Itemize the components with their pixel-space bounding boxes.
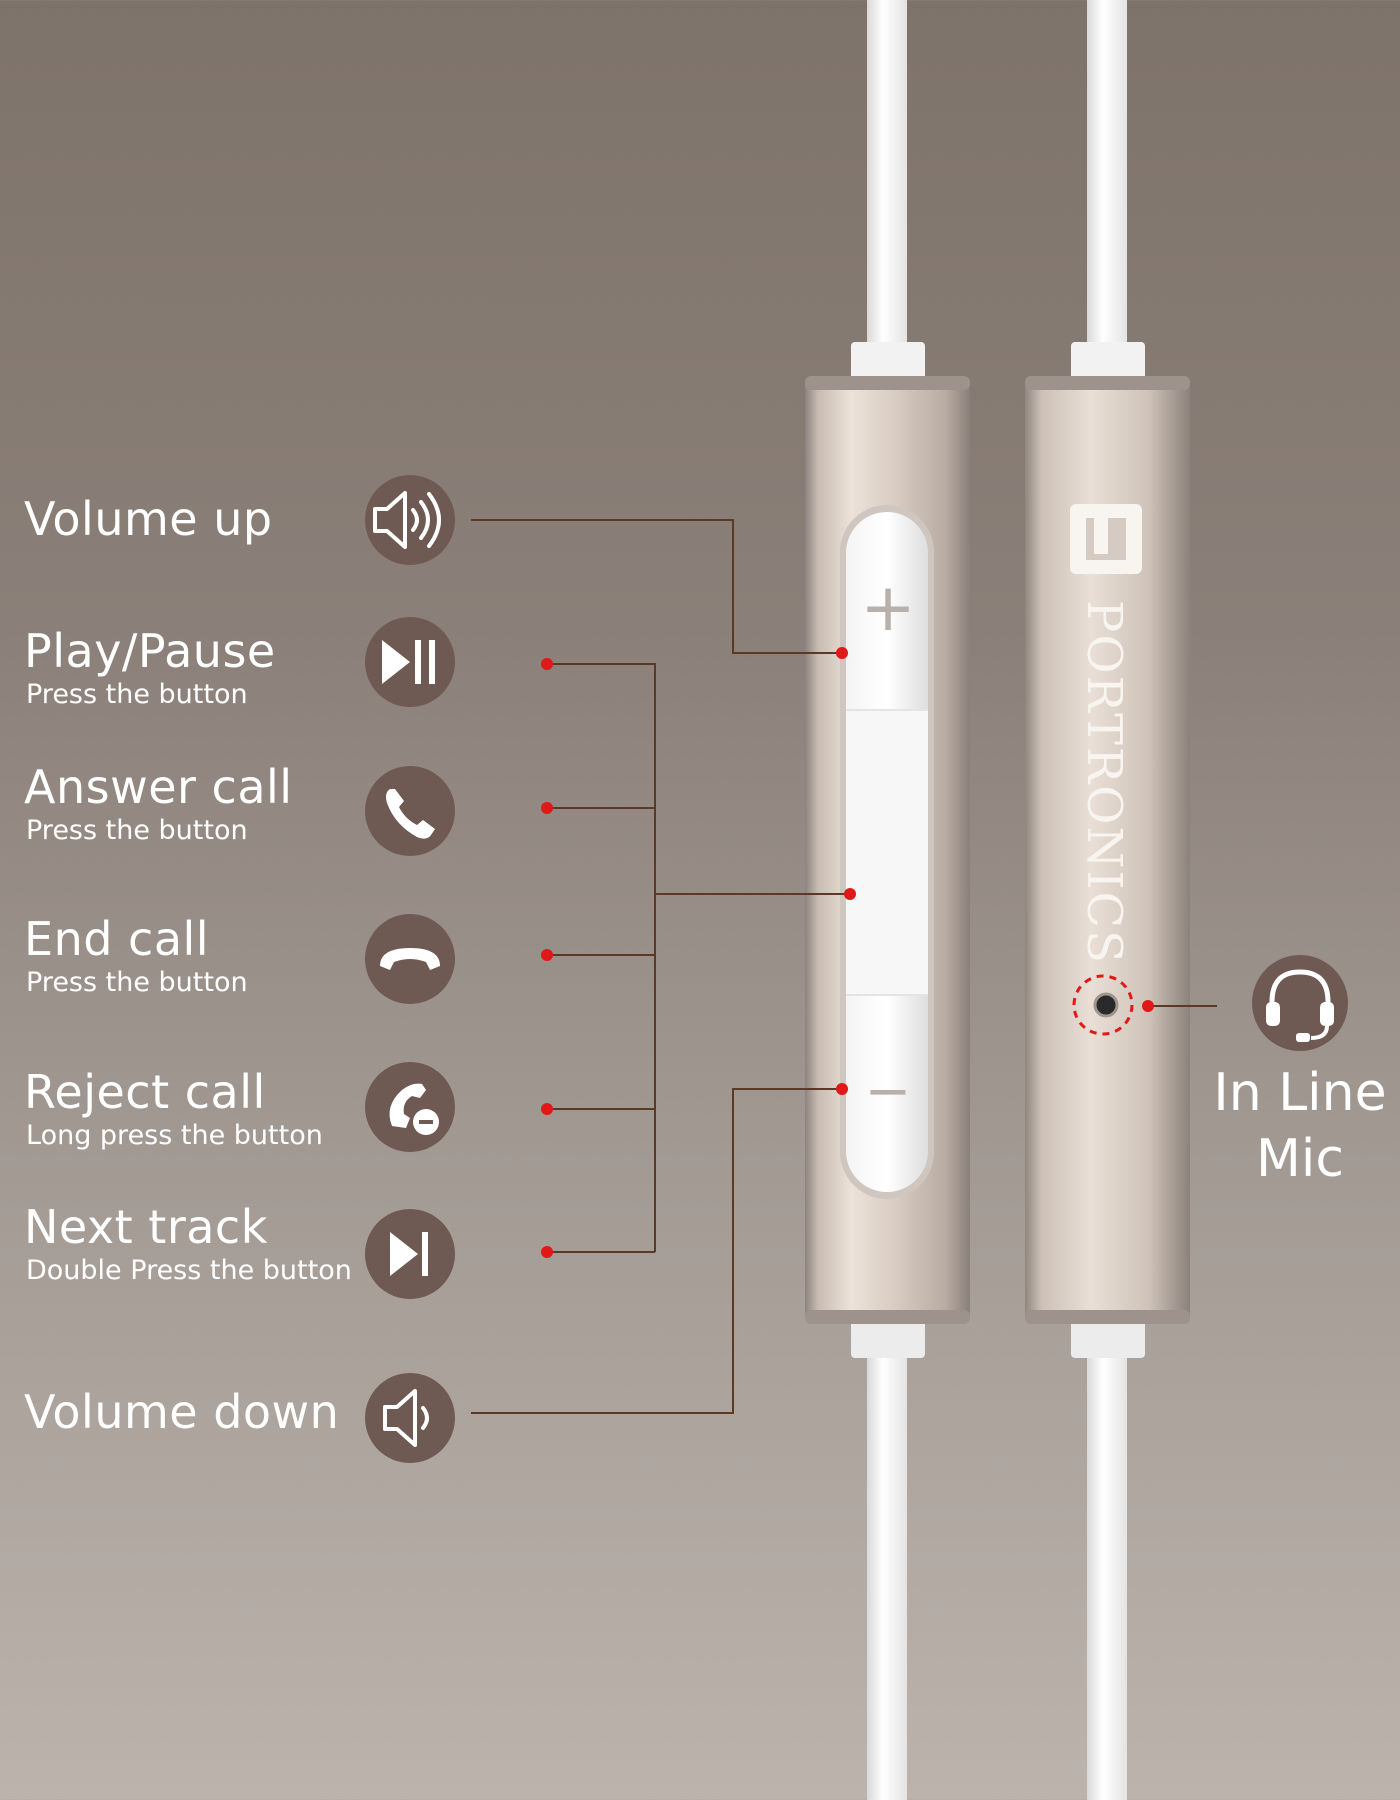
mic-label-line2: Mic: [1256, 1129, 1344, 1189]
end-call-subtitle: Press the button: [26, 967, 248, 998]
volume-up-label: Volume up: [24, 492, 273, 546]
play-pause-subtitle: Press the button: [26, 679, 248, 710]
reject-call-icon: [365, 1062, 455, 1152]
volume-up-title: Volume up: [24, 492, 273, 546]
collar-left-top: [851, 342, 925, 380]
collar-right-bottom: [1071, 1320, 1145, 1358]
next-track-icon: [365, 1209, 455, 1299]
collar-right-top: [1071, 342, 1145, 380]
next-track-subtitle: Double Press the button: [26, 1255, 352, 1286]
portronics-logo-icon: [1070, 504, 1142, 574]
minus-symbol: −: [865, 1059, 912, 1124]
play-pause-icon: [365, 617, 455, 707]
play-pause-title: Play/Pause: [24, 624, 276, 678]
headset-mic-icon: [1252, 955, 1348, 1051]
phone-icon: [365, 766, 455, 856]
next-track-label: Next track Double Press the button: [24, 1200, 352, 1288]
next-track-title: Next track: [24, 1200, 268, 1254]
cable-left-top: [867, 0, 907, 350]
mic-hole: [1093, 992, 1119, 1018]
brand-name: PORTRONICS: [1076, 600, 1132, 965]
answer-call-label: Answer call Press the button: [24, 760, 293, 848]
connector-lines: [471, 519, 1217, 1414]
end-call-title: End call: [24, 912, 210, 966]
cable-right-top: [1087, 0, 1127, 350]
marker-dots: [541, 647, 1154, 1258]
speaker-quiet-icon: [365, 1373, 455, 1463]
speaker-loud-icon: [365, 475, 455, 565]
mic-hole-ring: [1072, 974, 1134, 1036]
volume-down-label: Volume down: [24, 1385, 339, 1439]
volume-button-strip[interactable]: [840, 505, 934, 1199]
volume-down-title: Volume down: [24, 1385, 340, 1439]
reject-call-title: Reject call: [24, 1065, 266, 1119]
in-line-mic-label: In Line Mic: [1195, 1060, 1400, 1192]
collar-left-bottom: [851, 1320, 925, 1358]
mic-label-line1: In Line: [1213, 1063, 1387, 1123]
answer-call-subtitle: Press the button: [26, 815, 248, 846]
cable-left-bottom: [867, 1325, 907, 1800]
reject-call-subtitle: Long press the button: [26, 1120, 323, 1151]
reject-call-label: Reject call Long press the button: [24, 1065, 323, 1153]
end-call-label: End call Press the button: [24, 912, 248, 1000]
hang-up-icon: [365, 914, 455, 1004]
remote-housing-right: [1025, 376, 1190, 1324]
answer-call-title: Answer call: [24, 760, 293, 814]
play-pause-label: Play/Pause Press the button: [24, 624, 276, 712]
cable-right-bottom: [1087, 1325, 1127, 1800]
plus-symbol: +: [860, 569, 915, 646]
